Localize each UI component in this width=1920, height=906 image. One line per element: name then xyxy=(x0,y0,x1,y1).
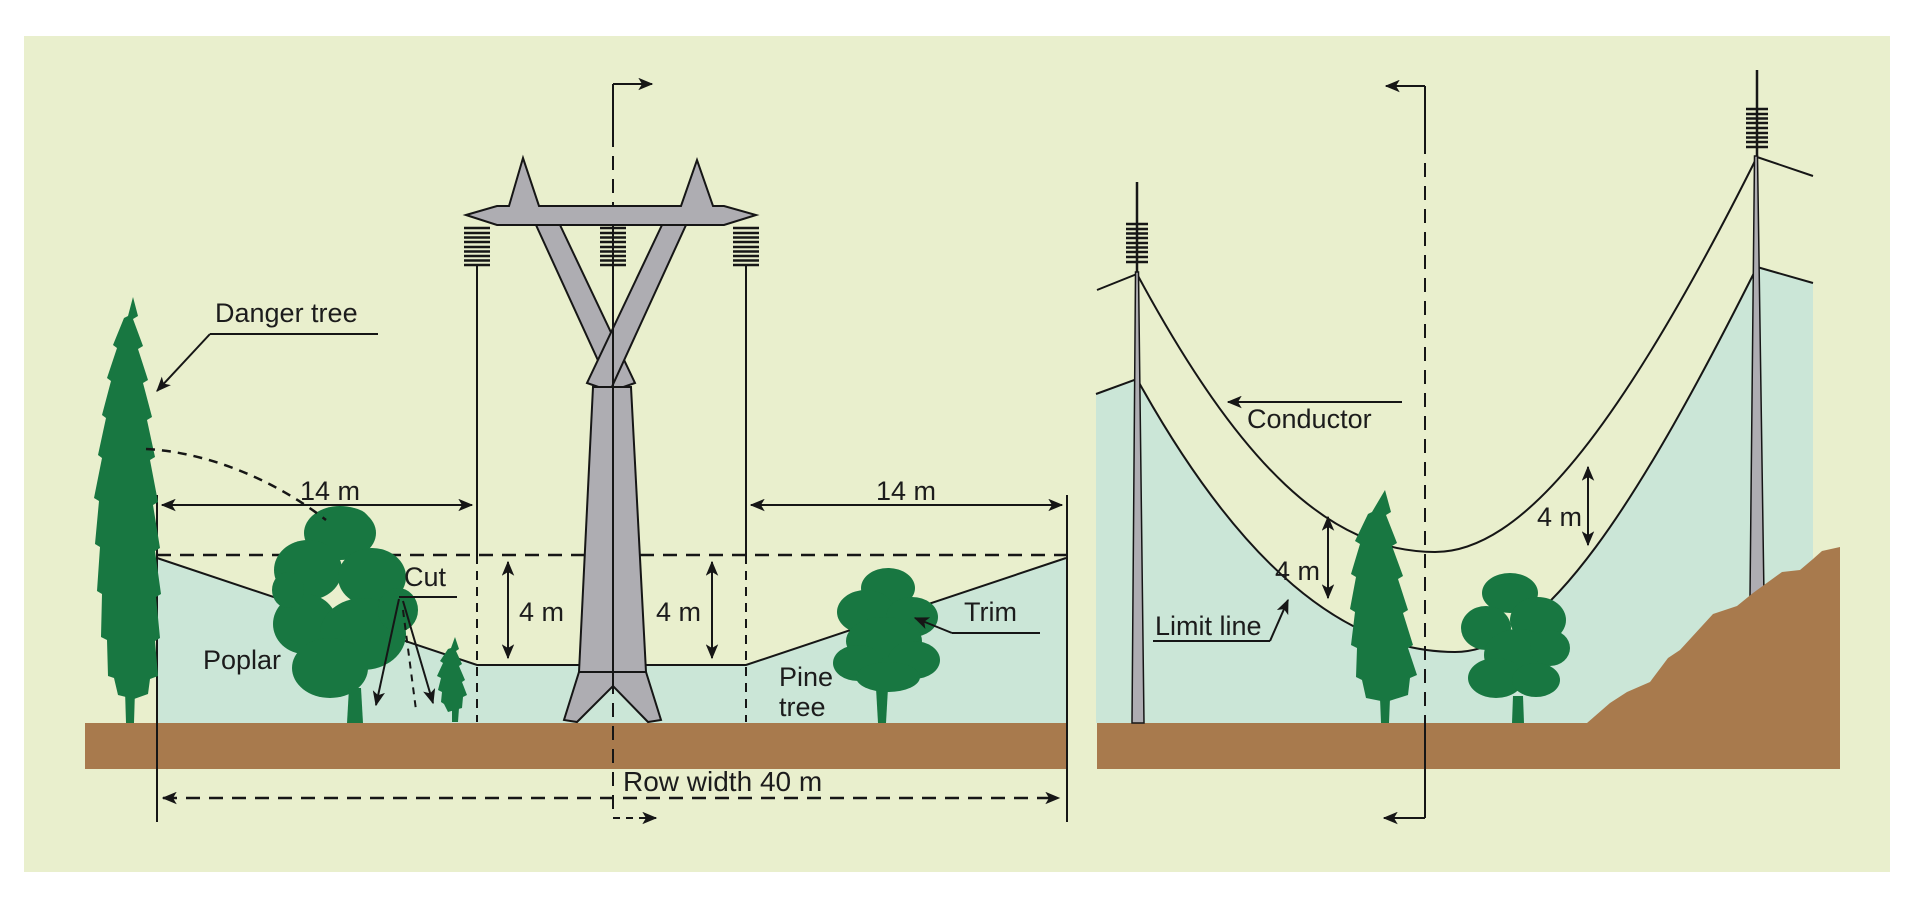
right-panel: 4 m 4 m Conductor Limit line xyxy=(1095,70,1840,825)
dim-label-4m-gap-left: 4 m xyxy=(1275,556,1320,586)
poplar-label: Poplar xyxy=(203,645,281,675)
ground-strip-left xyxy=(85,723,1067,769)
dim-label-14m-left: 14 m xyxy=(300,476,360,506)
danger-tree xyxy=(94,297,161,723)
clearance-zone-right xyxy=(1096,267,1813,723)
corridor-cypress-tree xyxy=(1350,490,1417,723)
dim-label-row-width: Row width 40 m xyxy=(623,766,822,797)
tower-crossarm xyxy=(462,154,760,226)
insulator-string-left xyxy=(464,226,490,267)
hillside xyxy=(1587,547,1840,769)
trim-callout: Trim xyxy=(913,597,1040,634)
danger-tree-label: Danger tree xyxy=(215,298,358,328)
dim-label-4m-left: 4 m xyxy=(519,597,564,627)
pine-trunk xyxy=(876,688,888,723)
conductor-callout: Conductor xyxy=(1226,395,1402,434)
cut-label: Cut xyxy=(404,562,447,592)
clearance-zone-left xyxy=(157,558,1066,723)
limit-line-label: Limit line xyxy=(1155,611,1262,641)
dim-label-4m-gap-right: 4 m xyxy=(1537,502,1582,532)
dim-label-14m-right: 14 m xyxy=(876,476,936,506)
corridor-deciduous-tree xyxy=(1461,573,1570,723)
pole-left-mast xyxy=(1131,271,1145,724)
limit-line-curve xyxy=(1095,265,1814,654)
pole-right-insulator xyxy=(1746,107,1768,149)
conductor-label: Conductor xyxy=(1247,404,1372,434)
tree-fall-arc xyxy=(145,447,327,521)
pine-tree-label-line2: tree xyxy=(779,692,826,722)
transmission-tower xyxy=(462,154,760,724)
poplar-tree xyxy=(272,506,418,723)
tower-legs xyxy=(562,671,663,724)
poplar-trunk xyxy=(347,688,363,723)
cut-sapling xyxy=(437,637,467,722)
danger-tree-trunk xyxy=(125,690,135,723)
pole-left xyxy=(1126,182,1148,724)
limit-line-callout: Limit line xyxy=(1153,598,1289,642)
pine-tree-label-line1: Pine xyxy=(779,662,833,692)
conductor-curve xyxy=(1096,155,1814,554)
danger-tree-crown xyxy=(94,297,161,699)
pole-left-insulator xyxy=(1126,222,1148,264)
dim-label-4m-right: 4 m xyxy=(656,597,701,627)
cut-callout: Cut xyxy=(372,562,457,711)
trim-label: Trim xyxy=(964,597,1017,627)
insulator-string-right xyxy=(733,226,759,267)
insulator-string-center xyxy=(600,226,626,267)
left-panel: 14 m 14 m 4 m 4 m Row width 40 m Danger … xyxy=(85,77,1068,825)
danger-tree-callout: Danger tree xyxy=(156,298,378,392)
